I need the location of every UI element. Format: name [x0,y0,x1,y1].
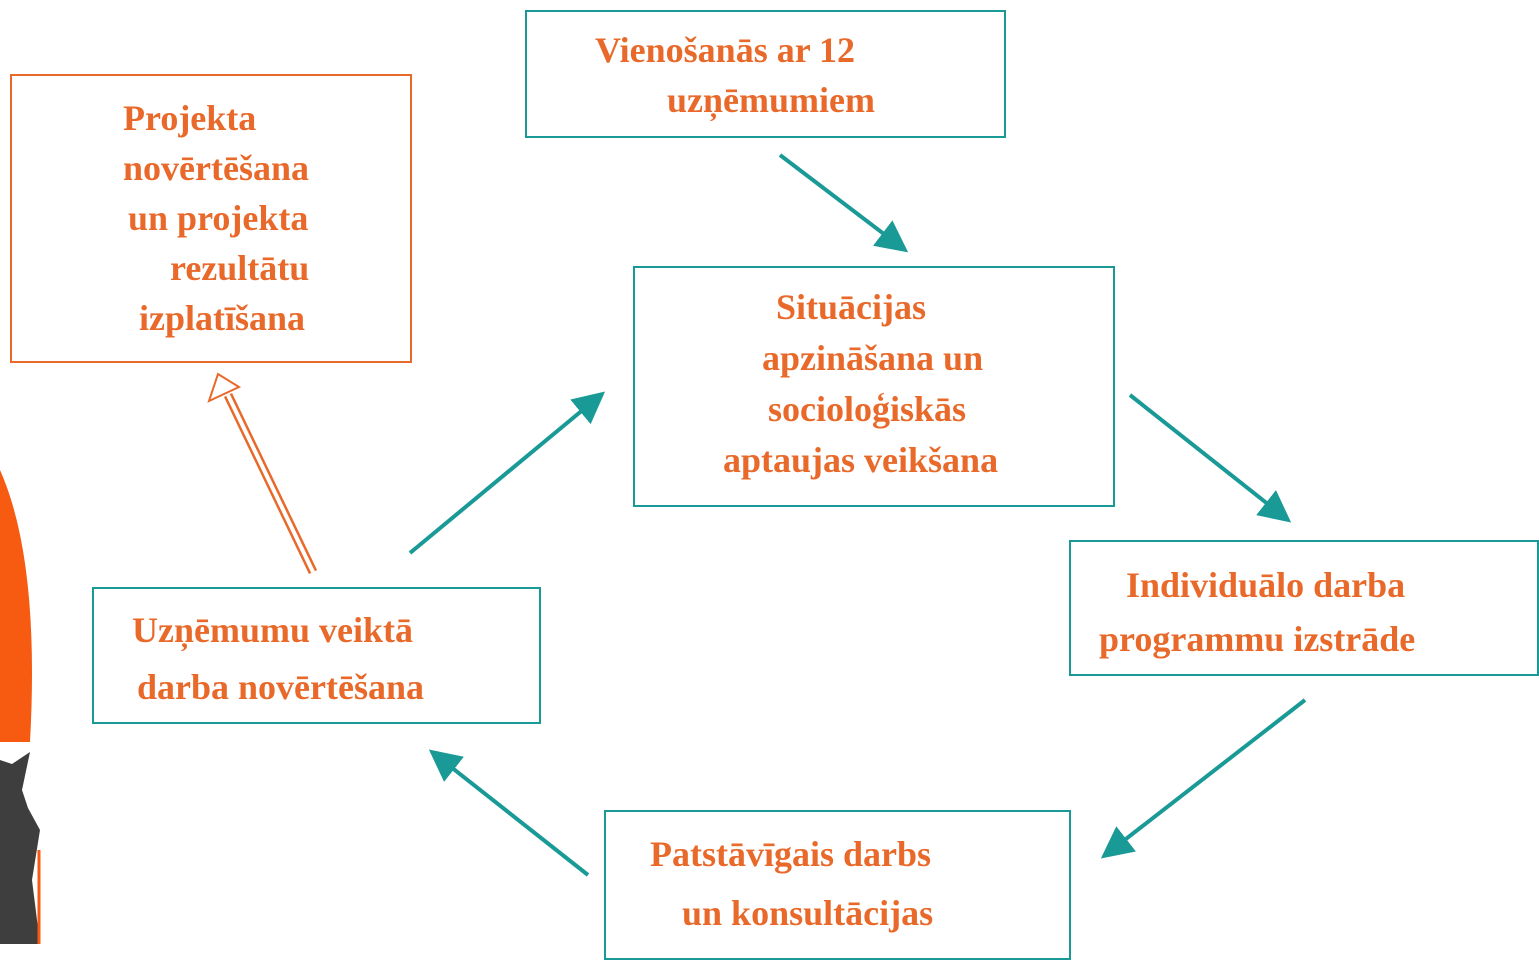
box-company-evaluation: Uzņēmumu veiktā darba novērtēšana [92,587,541,724]
gray-figure-shape [0,752,40,944]
arrow-agreement-to-situation [778,153,909,253]
box-programs-line-2: programmu izstrāde [1099,619,1416,659]
box-independent-work: Patstāvīgais darbs un konsultācijas [604,810,1071,960]
box-project-evaluation: Projekta novērtēšana un projekta rezultā… [10,74,412,363]
box-situation-line-3: socioloģiskās [768,389,967,429]
arrow-situation-to-programs [1128,393,1292,523]
orange-swoosh-shape [0,470,32,742]
box-project-evaluation-line-5: izplatīšana [139,298,306,338]
box-situation-line-4: aptaujas veikšana [723,440,999,480]
box-independent-work-line-2: un konsultācijas [682,893,934,933]
box-programs: Individuālo darba programmu izstrāde [1069,540,1539,676]
box-programs-line-1: Individuālo darba [1126,565,1406,605]
decorative-side-graphic [0,470,41,944]
box-agreement-line-2: uzņēmumiem [667,80,875,120]
box-independent-work-line-1: Patstāvīgais darbs [650,834,932,874]
box-agreement-line-1: Vienošanās ar 12 [595,30,856,70]
box-agreement: Vienošanās ar 12 uzņēmumiem [525,10,1006,138]
box-project-evaluation-line-4: rezultātu [170,248,310,288]
box-situation: Situācijas apzināšana un socioloģiskās a… [633,266,1115,507]
box-company-evaluation-line-1: Uzņēmumu veiktā [132,610,413,650]
box-project-evaluation-line-1: Projekta [123,98,257,138]
box-situation-line-2: apzināšana un [762,338,984,378]
box-project-evaluation-line-3: un projekta [128,198,309,238]
arrow-programs-to-independent-work [1100,698,1307,859]
arrow-independent-work-to-evaluation [428,749,590,877]
box-company-evaluation-line-2: darba novērtēšana [137,667,424,707]
box-project-evaluation-line-2: novērtēšana [123,148,309,188]
arrow-evaluation-to-situation [408,391,606,555]
box-situation-line-1: Situācijas [776,287,927,327]
hollow-arrow-evaluation-to-project-evaluation [207,372,318,574]
